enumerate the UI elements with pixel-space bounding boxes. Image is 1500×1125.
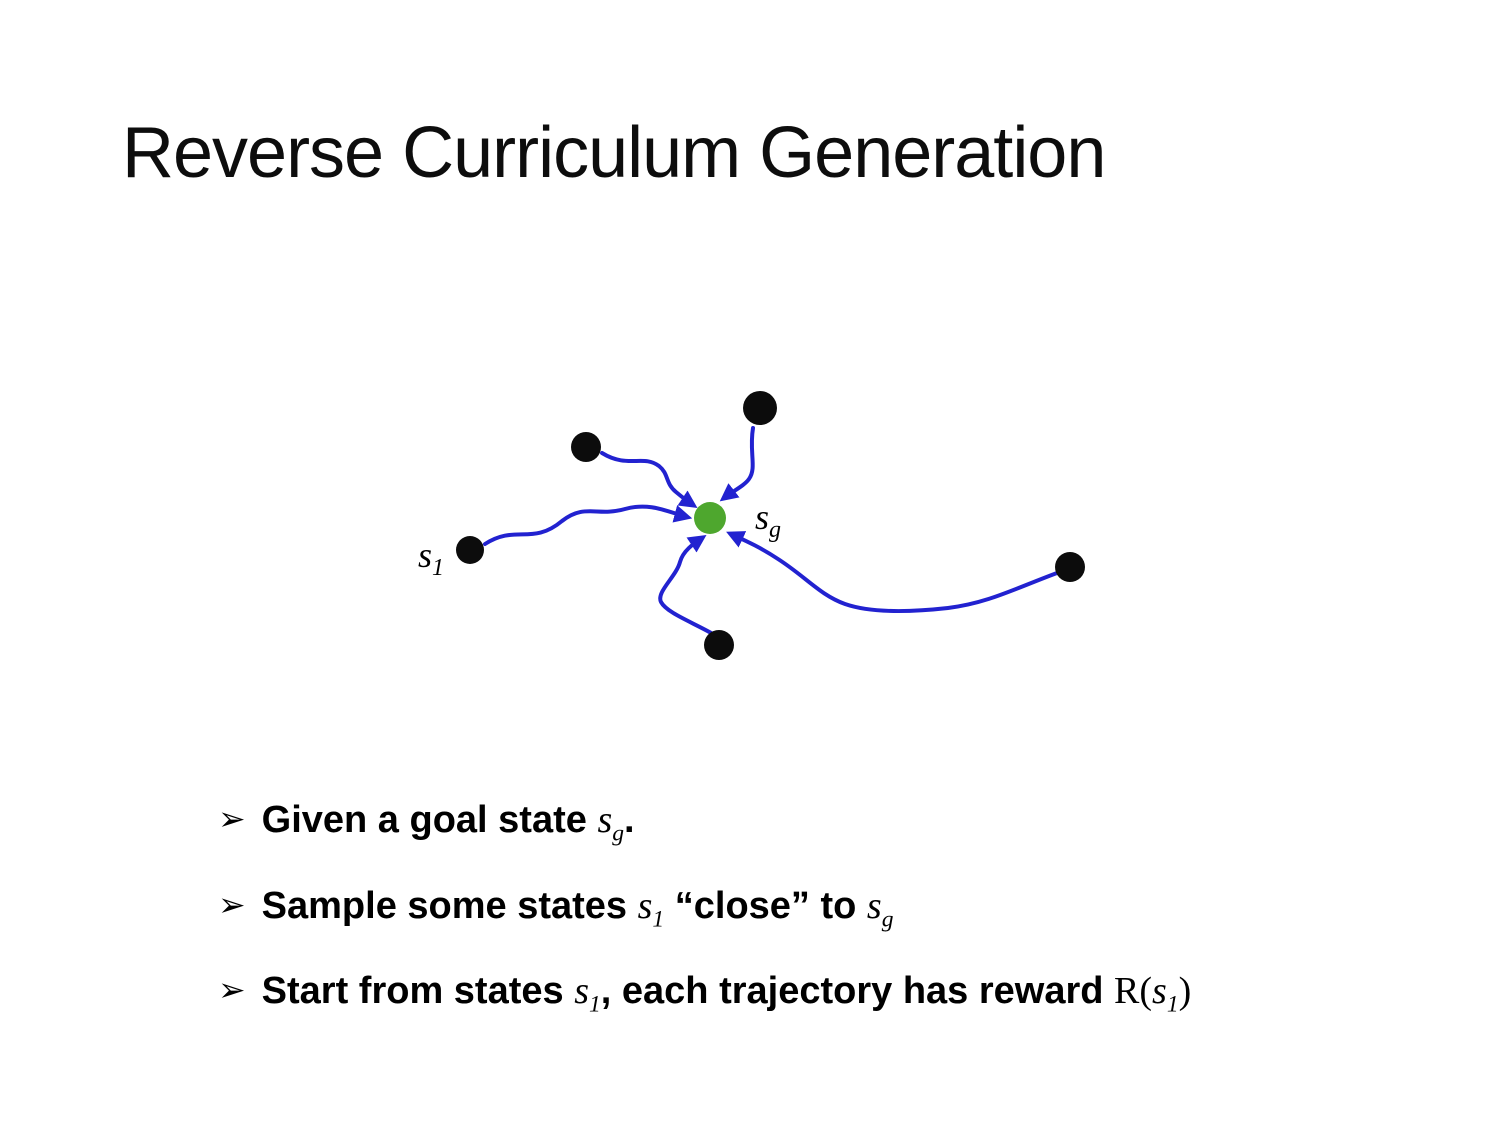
math-var-sub: 1 bbox=[1166, 991, 1179, 1018]
math-var: s1 bbox=[637, 884, 665, 931]
goal-node bbox=[694, 502, 726, 534]
slide-title: Reverse Curriculum Generation bbox=[122, 113, 1106, 193]
state-node-bottom bbox=[704, 630, 734, 660]
goal-state-var: s bbox=[755, 497, 770, 537]
math-var-base: s bbox=[1152, 970, 1167, 1013]
bullet-text: Given a goal state bbox=[261, 799, 598, 841]
math-var-sub: g bbox=[612, 820, 625, 847]
bullet-text: “close” to bbox=[664, 884, 867, 927]
trajectory-path-top bbox=[719, 426, 755, 502]
math-var-base: s bbox=[637, 884, 653, 927]
math-var-sub: g bbox=[881, 906, 894, 933]
math-var-base: s bbox=[866, 884, 882, 927]
bullet-text: Start from states bbox=[261, 970, 575, 1013]
bullet-arrow-icon: ➢ bbox=[218, 971, 246, 1009]
state-node-right bbox=[1055, 552, 1085, 582]
bullet-text: Sample some states bbox=[261, 884, 638, 927]
state-node-start bbox=[456, 536, 484, 564]
math-var: sg bbox=[597, 799, 624, 845]
start-state-var: s bbox=[418, 535, 433, 575]
bullet-arrow-icon: ➢ bbox=[218, 885, 246, 923]
bullet-text: . bbox=[624, 799, 635, 841]
bullet-given-goal: ➢ Given a goal state sg. bbox=[218, 798, 1191, 845]
goal-state-sub: g bbox=[769, 517, 782, 544]
math-var: sg bbox=[866, 884, 894, 931]
bullet-start-trajectory: ➢Start from states s1, each trajectory h… bbox=[218, 969, 1192, 1016]
bullet-arrow-icon: ➢ bbox=[218, 800, 246, 837]
trajectory-path-upper-left bbox=[600, 451, 698, 508]
math-var: s1 bbox=[574, 970, 601, 1016]
math-var-sub: 1 bbox=[589, 991, 601, 1018]
start-state-sub: 1 bbox=[432, 555, 445, 582]
trajectory-path-right bbox=[726, 531, 1059, 614]
bullet-sample-states: ➢Sample some states s1 “close” to sg bbox=[218, 884, 1191, 931]
goal-state-label: sg bbox=[755, 496, 781, 542]
reward-function-open: R( bbox=[1114, 970, 1153, 1013]
bullet-text: , each trajectory has reward bbox=[600, 970, 1115, 1013]
math-var-sub: 1 bbox=[652, 906, 665, 933]
math-var: s1 bbox=[1152, 970, 1179, 1016]
state-node-upper-left bbox=[571, 432, 601, 462]
start-state-label: s1 bbox=[418, 534, 444, 580]
math-var-base: s bbox=[574, 970, 589, 1013]
reward-function-close: ) bbox=[1178, 970, 1192, 1013]
math-var-base: s bbox=[597, 799, 613, 841]
bullet-list: ➢Given a goal state sg. ➢Sample some sta… bbox=[218, 798, 1191, 1055]
state-node-top bbox=[743, 391, 777, 425]
trajectory-path-start-state bbox=[483, 504, 693, 546]
trajectory-path-bottom bbox=[658, 535, 715, 636]
